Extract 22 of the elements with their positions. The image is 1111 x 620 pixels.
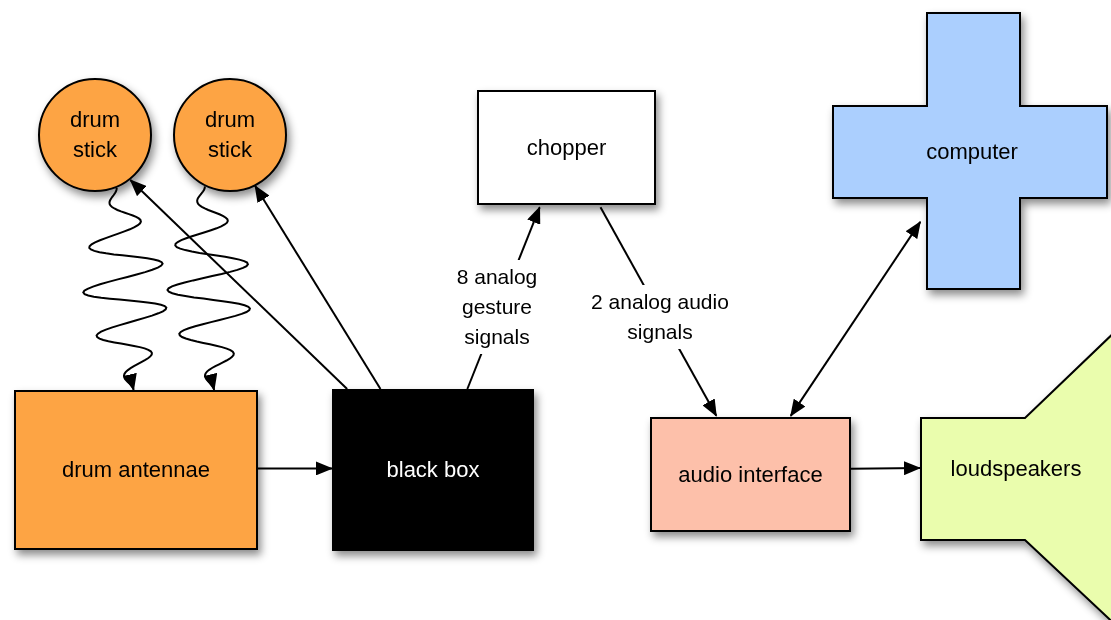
arrow [257,461,333,476]
wavy-arrow [166,185,252,391]
process-box [650,417,851,532]
arrow [254,184,382,390]
node-label: loudspeakers [950,456,1082,482]
wavy-arrow [82,187,168,391]
process-box [477,90,656,205]
circle-node [173,78,287,192]
arrow [850,461,921,476]
arrow [129,179,349,390]
node-label: drum stick [68,106,122,164]
node-label: drum antennae [62,457,210,483]
node-label: drum stick [203,106,257,164]
node-label: black box [386,457,480,483]
arrow [789,220,922,417]
node-label: computer [926,139,1018,165]
node-label: chopper [526,134,607,161]
circle-node [38,78,152,192]
process-box [332,389,534,551]
node-label: audio interface [678,461,823,488]
process-box [14,390,258,550]
cross-shape [832,12,1108,290]
